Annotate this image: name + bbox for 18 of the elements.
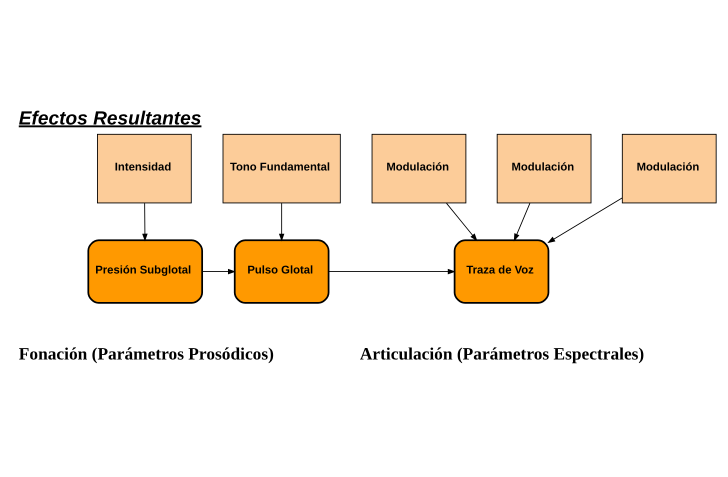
- arrow: [328, 268, 456, 274]
- node-box: Tono Fundamental: [222, 133, 341, 203]
- node-box: Pulso Glotal: [234, 238, 330, 304]
- node-box: Modulación: [372, 133, 466, 203]
- node-box: Intensidad: [97, 133, 192, 203]
- diagram-title: Efectos Resultantes: [18, 108, 202, 129]
- node-box: Presión Subglotal: [87, 238, 204, 304]
- label: Articulación (Parámetros Espectrales): [360, 344, 644, 363]
- arrow: [202, 268, 236, 274]
- arrow: [514, 202, 530, 241]
- arrow: [142, 202, 148, 242]
- node-box: Modulación: [622, 133, 717, 203]
- node-box: Traza de Voz: [454, 238, 550, 304]
- node-box: Modulación: [496, 133, 592, 203]
- arrow: [547, 196, 623, 243]
- arrow: [278, 202, 284, 242]
- arrow: [446, 202, 478, 241]
- label: Fonación (Parámetros Prosódicos): [18, 344, 274, 363]
